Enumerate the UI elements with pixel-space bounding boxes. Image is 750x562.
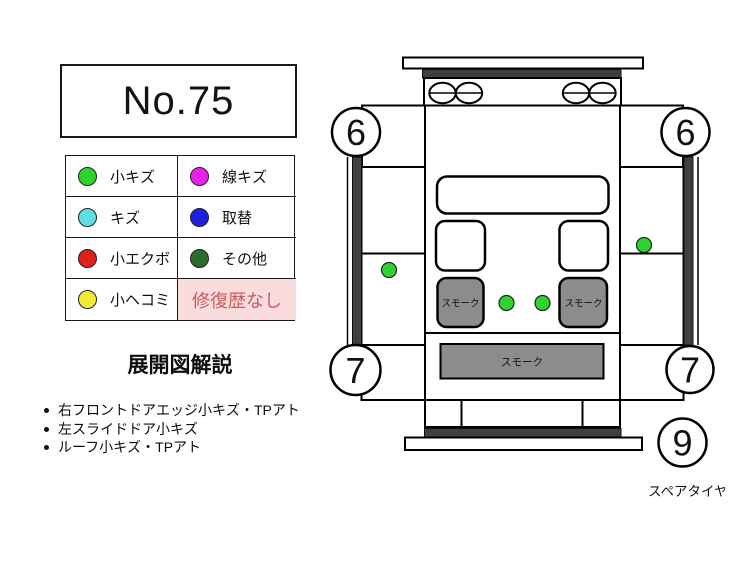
defect-dot-roof-right: [534, 294, 551, 312]
replaced-dot-icon: [190, 207, 209, 227]
marker-number: 6: [346, 112, 366, 153]
legend-item-other: その他: [178, 238, 296, 279]
defect-dot-left-slide-door: [380, 261, 398, 279]
legend-item-scratch: キズ: [66, 197, 178, 238]
spare-tire-label: スペアタイヤ: [648, 484, 725, 499]
legend-label: キズ: [110, 209, 141, 227]
legend-item-small-scratch: 小キズ: [66, 156, 178, 197]
front-bumper: [402, 56, 644, 70]
legend-label: 小ヘコミ: [110, 292, 171, 309]
left-quarter-smoke-window: [436, 276, 485, 329]
car-left-side-panel: [360, 166, 426, 346]
legend-item-replaced: 取替: [178, 197, 296, 238]
small-dent-dot-icon: [78, 290, 97, 309]
no-repair-history-label: 修復歴なし: [192, 290, 282, 311]
marker-number: 9: [672, 423, 692, 464]
note-text: 左スライドドア小キズ: [58, 420, 198, 437]
notes-list: 右フロントドアエッジ小キズ・TPアト 左スライドドア小キズ ルーフ小キズ・TPア…: [44, 401, 344, 457]
marker-circle-front-right: [660, 106, 711, 158]
legend-label: 取替: [222, 209, 253, 227]
rear-dark-strip: [424, 428, 622, 438]
marker-number: 7: [680, 350, 700, 391]
bullet-icon: [44, 426, 49, 432]
car-unfolded-diagram: スモーク スモーク スモーク 6 6 7 7 9: [329, 56, 725, 499]
line-scratch-dot-icon: [190, 166, 209, 186]
legend-item-small-ding: 小エクボ: [66, 238, 178, 279]
left-front-door-window: [434, 219, 487, 272]
list-item: ルーフ小キズ・TPアト: [44, 438, 344, 457]
legend-table: 小キズ 線キズ キズ 取替 小エクボ その他 小ヘコミ 修復歴なし: [65, 155, 296, 321]
small-scratch-dot-icon: [78, 166, 97, 186]
right-front-door-window: [558, 219, 610, 272]
marker-circle-spare-tire: [657, 417, 708, 468]
right-quarter-smoke-window: [558, 276, 609, 329]
marker-circle-rear-left: [329, 343, 382, 397]
legend-label: 小エクボ: [110, 250, 171, 268]
rear-smoke-label: スモーク: [501, 357, 543, 369]
bullet-icon: [44, 408, 49, 413]
rear-smoke-window: [439, 343, 605, 380]
list-item: 左スライドドア小キズ: [44, 420, 344, 439]
left-smoke-label: スモーク: [441, 299, 479, 310]
legend-label: 線キズ: [222, 168, 268, 186]
bullet-icon: [44, 445, 49, 450]
legend-item-line-scratch: 線キズ: [178, 156, 296, 197]
marker-circle-front-left: [330, 106, 382, 158]
report-number: No.75: [122, 78, 235, 123]
other-dot-icon: [190, 248, 209, 268]
legend-label: その他: [222, 250, 268, 268]
legend-item-small-dent: 小ヘコミ: [66, 279, 178, 320]
marker-number: 6: [675, 112, 695, 153]
note-text: 右フロントドアエッジ小キズ・TPアト: [58, 402, 300, 418]
list-item: 右フロントドアエッジ小キズ・TPアト: [44, 401, 344, 420]
windshield: [435, 175, 610, 215]
front-dark-strip: [422, 69, 622, 79]
defect-dot-roof-left: [498, 294, 515, 312]
legend-label: 小キズ: [110, 168, 156, 186]
notes-heading: 展開図解説: [127, 354, 233, 377]
right-rocker-rail: [683, 156, 694, 346]
marker-number: 7: [345, 350, 365, 391]
left-rocker-rail: [352, 156, 362, 346]
note-text: ルーフ小キズ・TPアト: [58, 439, 202, 455]
small-ding-dot-icon: [78, 248, 97, 268]
rear-bumper: [404, 436, 643, 451]
marker-circle-rear-right: [665, 344, 715, 395]
legend-item-no-repair-history: 修復歴なし: [178, 279, 296, 320]
report-number-box: No.75: [60, 64, 297, 138]
rear-panel: [424, 399, 621, 428]
car-right-side-panel: [619, 166, 685, 346]
defect-dot-right-front-door: [635, 236, 653, 254]
right-smoke-label: スモーク: [564, 299, 602, 310]
scratch-dot-icon: [78, 207, 97, 227]
